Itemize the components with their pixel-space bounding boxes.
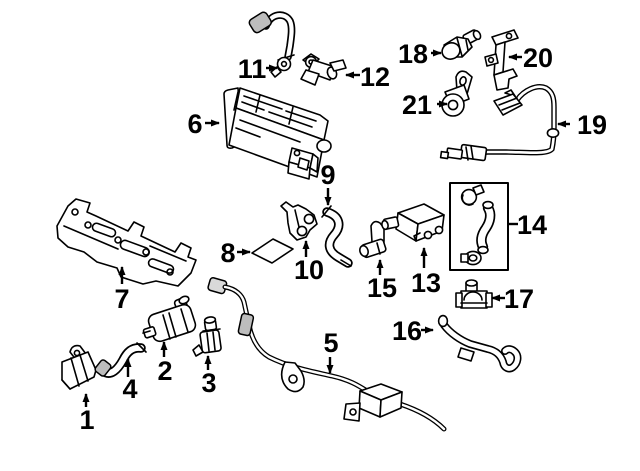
part-2-purge-valve bbox=[142, 295, 197, 343]
callout-14-label: 14 bbox=[517, 210, 547, 240]
part-1-sensor bbox=[61, 344, 97, 390]
callout-1-label: 1 bbox=[79, 405, 94, 435]
callout-12-label: 12 bbox=[360, 62, 390, 92]
callout-2-label: 2 bbox=[157, 356, 172, 386]
callout-12[interactable]: 12 bbox=[345, 62, 390, 92]
part-19-oxygen-sensor bbox=[439, 84, 560, 162]
part-20-bracket bbox=[484, 29, 519, 91]
part-21-sensor bbox=[441, 70, 473, 117]
part-3-valve bbox=[192, 316, 222, 357]
callout-16-label: 16 bbox=[392, 316, 422, 346]
callout-3[interactable]: 3 bbox=[201, 355, 217, 398]
callout-20[interactable]: 20 bbox=[508, 43, 553, 73]
callout-19[interactable]: 19 bbox=[557, 110, 607, 140]
callout-2[interactable]: 2 bbox=[157, 341, 173, 386]
callout-7-label: 7 bbox=[114, 284, 129, 314]
callout-1[interactable]: 1 bbox=[79, 393, 95, 435]
part-6-canister bbox=[223, 87, 332, 180]
part-15-valve bbox=[359, 220, 387, 259]
callout-11[interactable]: 11 bbox=[238, 54, 278, 84]
part-17-clamp bbox=[455, 279, 493, 309]
callout-21[interactable]: 21 bbox=[402, 90, 448, 120]
part-8-pad bbox=[251, 238, 294, 264]
callout-7[interactable]: 7 bbox=[114, 266, 130, 314]
part-14-hose-kit-box bbox=[449, 182, 509, 271]
callout-9[interactable]: 9 bbox=[320, 160, 336, 206]
part-18-sensor bbox=[441, 29, 482, 60]
part-7-bracket-plate bbox=[56, 198, 197, 287]
callout-19-label: 19 bbox=[577, 110, 607, 140]
part-4-hose bbox=[94, 342, 147, 378]
callout-20-label: 20 bbox=[523, 43, 553, 73]
callout-18-label: 18 bbox=[398, 39, 428, 69]
callout-5-label: 5 bbox=[323, 328, 338, 358]
callout-14[interactable]: 14 bbox=[508, 210, 547, 240]
part-12-fitting bbox=[300, 53, 347, 86]
callout-15-label: 15 bbox=[367, 273, 397, 303]
callout-5[interactable]: 5 bbox=[323, 328, 339, 374]
callout-18[interactable]: 18 bbox=[398, 39, 442, 69]
part-9-hose bbox=[321, 205, 353, 268]
callout-16[interactable]: 16 bbox=[392, 316, 434, 346]
part-13-solenoid-valve bbox=[381, 203, 445, 242]
callout-4-label: 4 bbox=[122, 374, 137, 404]
part-10-clip bbox=[280, 201, 318, 241]
callout-8-label: 8 bbox=[220, 238, 235, 268]
callout-15[interactable]: 15 bbox=[367, 259, 397, 303]
part-11-vent-tube bbox=[248, 11, 296, 78]
callout-21-label: 21 bbox=[402, 90, 432, 120]
callout-13[interactable]: 13 bbox=[411, 247, 441, 298]
callout-17[interactable]: 17 bbox=[491, 284, 534, 314]
callout-17-label: 17 bbox=[504, 284, 534, 314]
callout-11-label: 11 bbox=[238, 54, 267, 84]
callout-10[interactable]: 10 bbox=[294, 240, 324, 285]
callout-9-label: 9 bbox=[320, 160, 335, 190]
callout-10-label: 10 bbox=[294, 255, 324, 285]
part-5-vapor-tube bbox=[207, 276, 447, 432]
callout-13-label: 13 bbox=[411, 268, 441, 298]
callout-6-label: 6 bbox=[187, 109, 202, 139]
callout-4[interactable]: 4 bbox=[122, 358, 138, 404]
callout-6[interactable]: 6 bbox=[187, 109, 220, 139]
callout-3-label: 3 bbox=[201, 368, 216, 398]
callout-8[interactable]: 8 bbox=[220, 238, 251, 268]
part-16-hose bbox=[437, 314, 522, 373]
